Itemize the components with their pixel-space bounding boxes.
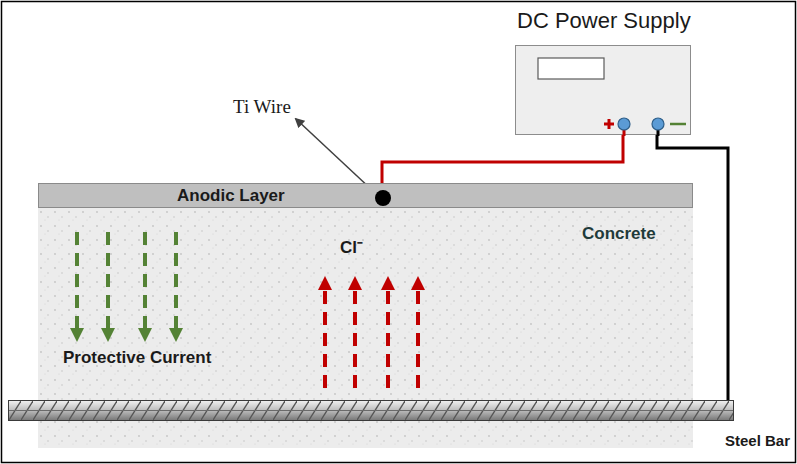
- layer-label: Anodic Layer: [177, 186, 285, 206]
- protective-current-arrow: [75, 232, 79, 330]
- arrow-head: [101, 328, 115, 342]
- ion-label: Cl⁻: [340, 238, 363, 258]
- power-supply-box: DC Power Supply: [515, 45, 691, 135]
- arrow-head: [318, 276, 332, 290]
- minus-symbol: [670, 123, 686, 126]
- arrow-head: [411, 276, 425, 290]
- device-title: DC Power Supply: [517, 8, 691, 33]
- arrow-head: [138, 328, 152, 342]
- chloride-arrow: [416, 288, 420, 388]
- protective-current-arrow: [174, 232, 178, 330]
- ti-wire-label: Ti Wire: [233, 96, 291, 118]
- chloride-arrow: [386, 288, 390, 388]
- chloride-arrow: [353, 288, 357, 388]
- bar-body: [9, 401, 733, 420]
- bar-ribs: [9, 401, 733, 420]
- protective-current-arrow: [143, 232, 147, 330]
- leader-line: [296, 119, 372, 190]
- arrow-head: [70, 328, 84, 342]
- protective-current-arrow: [106, 232, 110, 330]
- junction-layer: [39, 184, 694, 209]
- anodic-layer: Anodic Layer: [38, 183, 693, 208]
- display-screen: [538, 58, 604, 79]
- plus-symbol: [604, 119, 614, 129]
- power-supply-panel: [516, 46, 692, 136]
- material-label: Concrete: [582, 224, 656, 244]
- bar-rib-pattern: [9, 401, 733, 420]
- supply-wire: [382, 135, 623, 183]
- ti-wire-junction: [375, 190, 391, 206]
- positive-terminal: [618, 118, 630, 130]
- bar-seam: [9, 410, 733, 411]
- arrow-head: [381, 276, 395, 290]
- negative-terminal: [652, 118, 664, 130]
- arrow-head: [169, 328, 183, 342]
- steel-bar: Steel Bar: [8, 400, 734, 421]
- bar-label: Steel Bar: [725, 432, 790, 449]
- arrow-head: [348, 276, 362, 290]
- chloride-arrow: [323, 288, 327, 388]
- current-label: Protective Current: [63, 348, 211, 368]
